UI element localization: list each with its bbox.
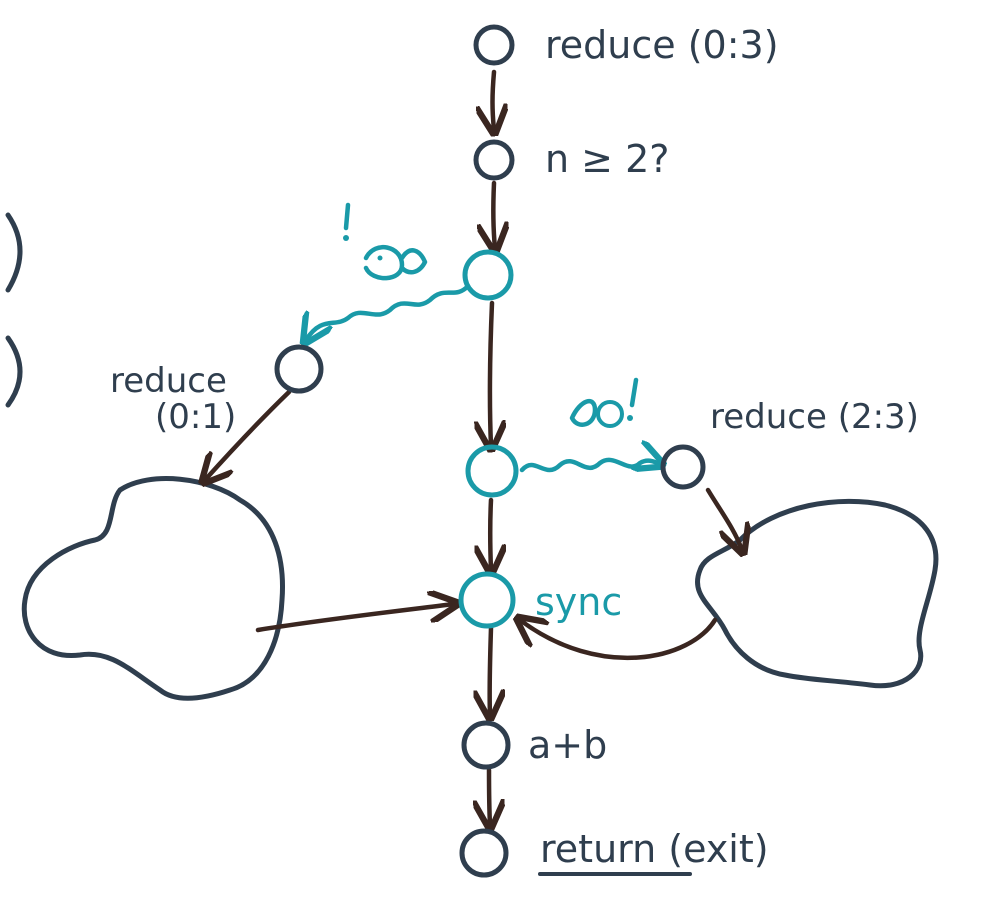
left-paren-top [5,212,23,293]
edge-sync-to-aplusb [490,625,491,715]
left-paren-bottom [5,335,23,408]
label-n-ge-2: n ≥ 2? [545,137,669,181]
edge-spawn2-to-sync [490,497,491,570]
edge-spawn-to-reduce01 [306,283,471,340]
label-reduce-2-3: reduce (2:3) [710,397,919,437]
spawn-doodle-top [343,202,428,281]
label-return-exit: return (exit) [540,827,769,871]
edge-cond-to-spawn [493,180,495,248]
node-reduce-0-1 [274,344,324,394]
edge-spawn2-to-reduce23 [519,460,660,470]
left-cloud [21,476,285,701]
edge-reduce-to-cond [493,69,495,130]
spawn-doodle-bottom [569,377,639,428]
node-spawn-right [465,444,519,498]
right-cloud [695,498,939,689]
edge-cloud-to-sync [255,604,454,633]
node-return [459,828,509,878]
node-sync [458,571,516,629]
edge-aplusb-to-return [489,767,490,825]
label-exit: (exit) [656,827,768,871]
edge-reduce01-to-cloud [205,389,292,480]
label-reduce-0-1-line1: reduce [110,361,227,401]
node-reduce-0-3 [473,24,515,66]
label-reduce-0-3: reduce (0:3) [545,23,779,67]
edge-spawn-to-spawn2 [490,300,492,446]
node-a-plus-b [461,720,511,770]
node-spawn-left [462,249,514,301]
label-reduce-0-1-line2: (0:1) [155,397,236,437]
label-sync: sync [535,580,622,624]
label-return: return [540,827,656,871]
edge-rightcloud-to-sync [520,620,718,661]
node-reduce-2-3 [660,444,706,490]
edge-reduce23-to-cloud [705,487,742,550]
label-a-plus-b: a+b [528,723,607,767]
node-cond [473,139,515,181]
